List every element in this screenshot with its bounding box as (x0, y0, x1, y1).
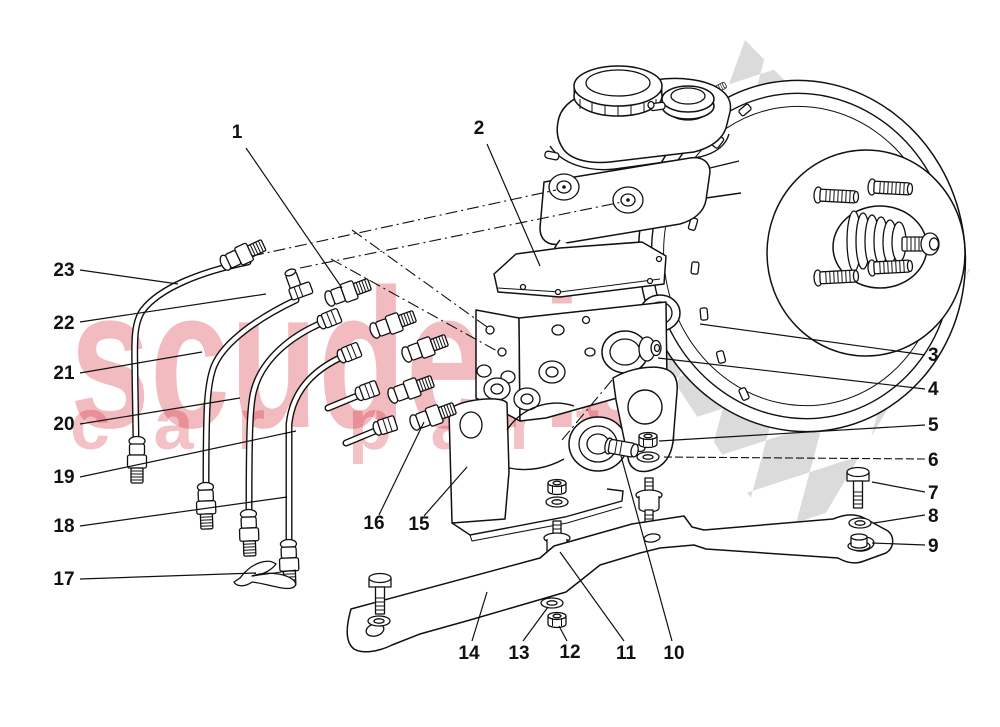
callout-12: 12 (559, 642, 580, 663)
reservoir-cap-small (647, 85, 715, 121)
callout-1: 1 (232, 122, 243, 143)
callout-8: 8 (928, 506, 939, 527)
callout-10: 10 (663, 643, 684, 664)
brake-booster (637, 79, 967, 433)
callout-5: 5 (928, 415, 939, 436)
callout-23: 23 (53, 260, 74, 281)
plate-flange-nut-right (847, 533, 871, 552)
flange-washer (545, 496, 569, 508)
callout-9: 9 (928, 536, 939, 557)
master-cylinder-body (539, 150, 742, 246)
callout-22: 22 (53, 313, 74, 334)
abs-solenoid (601, 330, 662, 374)
callout-6: 6 (928, 450, 939, 471)
callout-15: 15 (408, 514, 430, 535)
callout-13: 13 (508, 643, 529, 664)
callout-20: 20 (53, 414, 74, 435)
callout-16: 16 (363, 513, 384, 534)
callout-21: 21 (53, 363, 75, 384)
callout-11: 11 (616, 643, 637, 664)
plate-washer-left (367, 615, 391, 627)
nut-12 (547, 611, 567, 629)
plate-washer-right (848, 517, 872, 529)
callout-4: 4 (928, 379, 939, 400)
callout-18: 18 (53, 516, 74, 537)
callout-3: 3 (928, 345, 939, 366)
mounting-bracket (448, 366, 678, 575)
callout-19: 19 (53, 467, 74, 488)
phantom-lines (251, 189, 623, 441)
booster-pushrod-boot (846, 210, 940, 272)
flange-nut (547, 478, 567, 496)
bracket-nut (638, 431, 658, 449)
elbow-fitting (284, 268, 314, 301)
spring-clip (233, 560, 297, 590)
pipe-unions (126, 235, 459, 587)
bracket-pin (604, 437, 639, 458)
washer-13 (540, 597, 564, 609)
reservoir-cap-large (573, 65, 663, 117)
callout-2: 2 (474, 118, 485, 139)
callout-14: 14 (458, 643, 480, 664)
bracket-washer (636, 451, 660, 463)
callout-17: 17 (53, 569, 74, 590)
callout-7: 7 (928, 483, 939, 504)
callout-labels: 1 2 3 4 5 6 7 8 9 10 11 12 13 14 15 16 1… (53, 118, 939, 664)
abs-ecu-cover (493, 241, 667, 298)
leader-lines (79, 143, 926, 642)
